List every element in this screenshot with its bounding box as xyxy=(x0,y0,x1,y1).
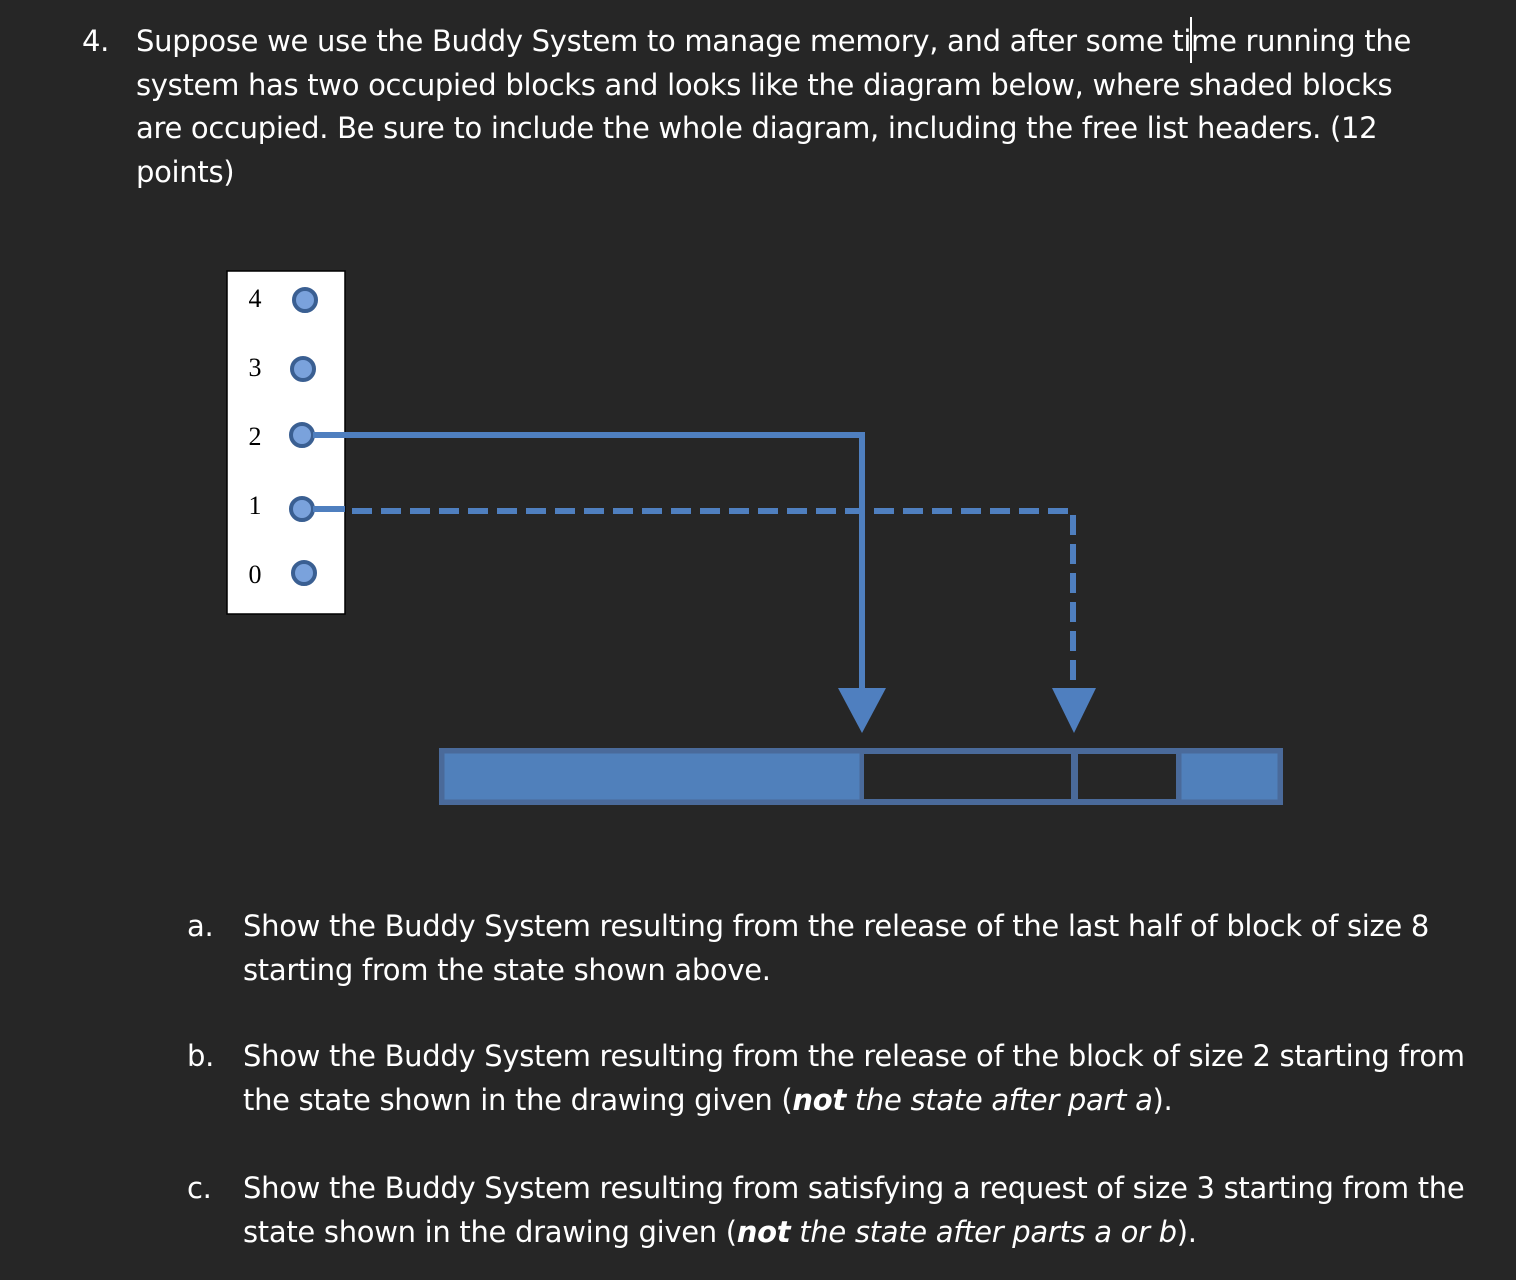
block-free-size-2 xyxy=(860,750,1075,803)
text-cursor xyxy=(1190,17,1192,63)
header-label-4: 4 xyxy=(249,284,262,313)
header-label-1: 1 xyxy=(249,491,262,520)
part-c-label: c. xyxy=(187,1171,212,1205)
link-size-2-list xyxy=(313,432,865,690)
header-pointer-1 xyxy=(289,496,315,522)
header-label-2: 2 xyxy=(249,422,262,451)
header-label-0: 0 xyxy=(249,560,262,589)
part-b-emphasis-not: not xyxy=(792,1082,846,1117)
link-size-1-list xyxy=(352,508,1076,688)
part-a-text: Show the Buddy System resulting from the… xyxy=(243,905,1483,992)
part-a-label: a. xyxy=(187,909,214,943)
header-pointer-0 xyxy=(291,560,317,586)
part-c-segment: Show the Buddy System resulting from sat… xyxy=(243,1171,1465,1249)
block-occupied-size-1 xyxy=(1178,750,1281,803)
arrowhead-size-1 xyxy=(1052,688,1096,733)
free-list-header-box xyxy=(226,270,346,615)
header-label-3: 3 xyxy=(249,353,262,382)
header-pointer-4 xyxy=(292,287,318,313)
part-b-segment: Show the Buddy System resulting from the… xyxy=(243,1039,1465,1117)
part-b-label: b. xyxy=(187,1039,215,1073)
part-b-italic: the state after part xyxy=(845,1082,1136,1117)
question-text: Suppose we use the Buddy System to manag… xyxy=(136,24,1411,189)
part-c-italic: the state after parts a or b xyxy=(790,1214,1177,1249)
part-c-closing: ). xyxy=(1176,1214,1197,1249)
arrowhead-size-2 xyxy=(838,688,886,733)
part-b-closing: ). xyxy=(1152,1082,1173,1117)
part-c-text: Show the Buddy System resulting from sat… xyxy=(243,1167,1483,1254)
question-number: 4. xyxy=(82,24,110,58)
header-pointer-2 xyxy=(289,422,315,448)
part-c-emphasis-not: not xyxy=(736,1214,791,1249)
block-free-size-1 xyxy=(1074,750,1180,803)
part-b-text: Show the Buddy System resulting from the… xyxy=(243,1035,1483,1122)
part-b-italic-a: a xyxy=(1135,1082,1153,1117)
part-a-segment: Show the Buddy System resulting from the… xyxy=(243,909,1430,987)
header-pointer-3 xyxy=(290,356,316,382)
block-occupied-size-8 xyxy=(441,750,863,803)
